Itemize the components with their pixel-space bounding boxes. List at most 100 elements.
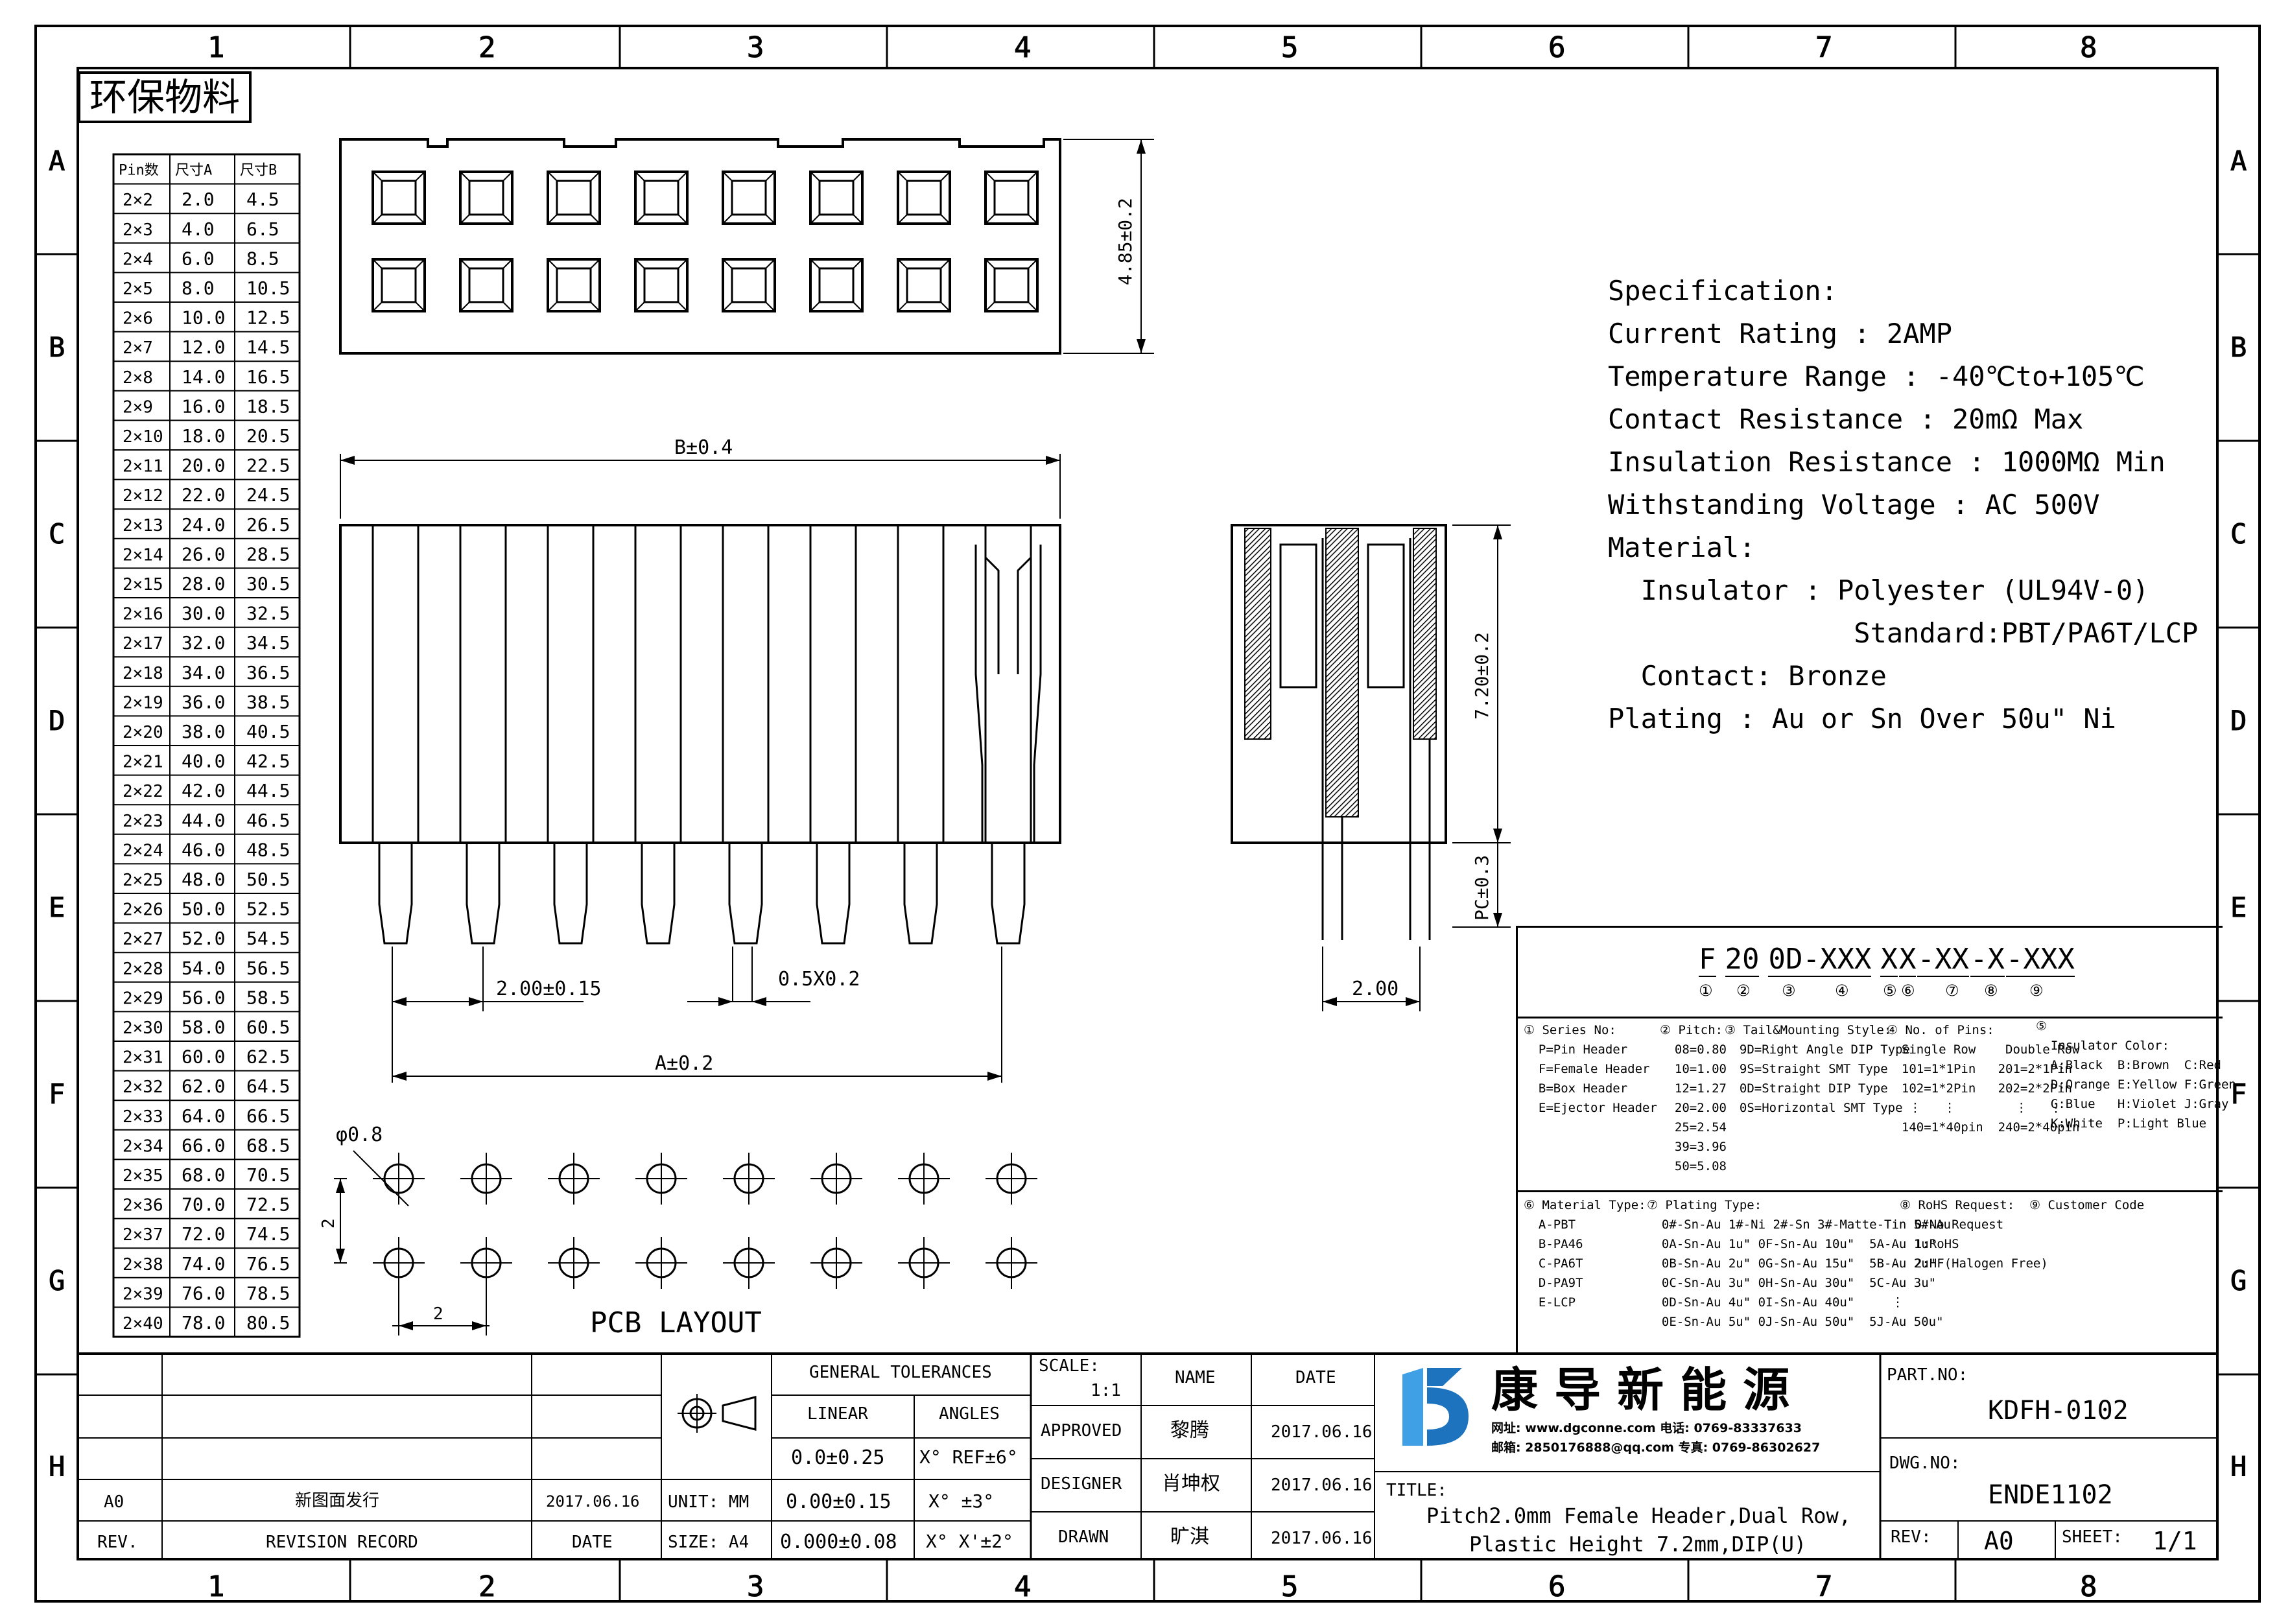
unit-label: UNIT: MM: [668, 1492, 750, 1512]
zone-row-right-E: E: [2230, 891, 2247, 923]
pad-corner: [810, 171, 820, 182]
table-cell-b: 68.5: [246, 1135, 290, 1156]
table-cell-pins: 2×8: [123, 368, 153, 388]
table-cell-b: 70.5: [246, 1164, 290, 1186]
table-cell-b: 26.5: [246, 514, 290, 535]
table-header-cell: 尺寸B: [240, 163, 277, 179]
zone-col-bottom-7: 7: [1815, 1570, 1833, 1603]
code-seg-1: 20: [1725, 943, 1760, 977]
linear-tol-1: 0.00±0.15: [786, 1490, 891, 1513]
title-line-2: Plastic Height 7.2mm,DIP(U): [1469, 1532, 1807, 1557]
spec-line-1: Current Rating : 2AMP: [1608, 318, 1953, 349]
table-cell-pins: 2×29: [123, 989, 163, 1008]
code-seg-4: X: [1898, 943, 1917, 977]
legend-pitch: ② Pitch: 08=0.80 10=1.00 12=1.27 20=2.00…: [1660, 1023, 1727, 1173]
table-cell-pins: 2×27: [123, 930, 163, 949]
top-pad-inner: [556, 180, 592, 216]
arrow-head: [1406, 997, 1420, 1006]
pad-corner: [635, 301, 645, 312]
designer-date: 2017.06.16: [1271, 1476, 1373, 1495]
table-cell-b: 22.5: [246, 455, 290, 477]
pad-corner: [678, 214, 688, 224]
title-block: [77, 1352, 2219, 1560]
table-cell-pins: 2×13: [123, 516, 163, 535]
top-pad-inner: [643, 267, 679, 303]
legend-tail: ③ Tail&Mounting Style: 9D=Right Angle DI…: [1725, 1023, 1910, 1115]
pad-corner: [940, 171, 950, 182]
zone-col-bottom-3: 3: [747, 1570, 764, 1603]
pad-corner: [590, 214, 600, 224]
pad-corner: [810, 214, 820, 224]
zone-row-left-G: G: [49, 1265, 65, 1297]
table-cell-a: 40.0: [182, 751, 225, 772]
pad-corner: [502, 259, 513, 269]
zone-row-right-C: C: [2230, 518, 2247, 550]
pad-corner: [765, 259, 775, 269]
pad-corner: [765, 171, 775, 182]
pad-corner: [372, 259, 383, 269]
top-pad: [897, 258, 951, 312]
eco-material-stamp: 环保物料: [78, 71, 252, 123]
arrow-head: [340, 456, 355, 465]
front-view: [339, 454, 1061, 1083]
size-label: SIZE: A4: [668, 1533, 750, 1552]
revision-record-header: REVISION RECORD: [266, 1533, 418, 1552]
rev-record-value: 新图面发行: [295, 1491, 380, 1511]
zone-col-bottom-1: 1: [207, 1570, 225, 1603]
pad-corner: [853, 259, 863, 269]
table-cell-a: 8.0: [182, 277, 215, 299]
dwg-no-label: DWG.NO:: [1889, 1453, 1961, 1473]
arrow-head: [1493, 829, 1502, 843]
pcb-layout-label: PCB LAYOUT: [590, 1306, 762, 1339]
zone-col-top-1: 1: [207, 31, 225, 64]
spec-line-10: Plating : Au or Sn Over 50u" Ni: [1608, 703, 2116, 735]
dim-text-hole: φ0.8: [336, 1124, 383, 1146]
table-cell-pins: 2×15: [123, 575, 163, 594]
table-cell-b: 24.5: [246, 484, 290, 506]
top-pad: [722, 258, 776, 312]
top-pad: [984, 258, 1039, 312]
top-pad: [372, 171, 426, 225]
arrow-head: [1137, 339, 1146, 353]
top-pad-inner: [906, 267, 942, 303]
zone-row-left-B: B: [49, 331, 65, 363]
dim-text-pcb-h: 2: [433, 1304, 443, 1324]
arrow-head: [1046, 456, 1060, 465]
arrow-head: [1137, 139, 1146, 154]
top-pad-inner: [643, 180, 679, 216]
table-cell-pins: 2×21: [123, 753, 163, 772]
pad-corner: [897, 259, 908, 269]
spec-line-2: Temperature Range : -40℃to+105℃: [1608, 360, 2145, 392]
dim-text-side-h: 7.20±0.2: [1471, 632, 1493, 720]
zone-row-left-A: A: [49, 145, 65, 177]
scale-label: SCALE:: [1039, 1356, 1100, 1376]
table-cell-b: 42.5: [246, 751, 290, 772]
legend-divider-2: [1516, 1190, 2223, 1192]
table-cell-pins: 2×38: [123, 1255, 163, 1275]
table-cell-pins: 2×36: [123, 1196, 163, 1216]
scale-value: 1:1: [1091, 1381, 1121, 1400]
table-cell-b: 50.5: [246, 869, 290, 890]
table-cell-pins: 2×26: [123, 900, 163, 920]
table-cell-b: 44.5: [246, 780, 290, 801]
table-cell-a: 68.0: [182, 1164, 225, 1186]
arrow-head: [987, 1072, 1002, 1081]
table-cell-pins: 2×10: [123, 427, 163, 447]
zone-col-bottom-5: 5: [1281, 1570, 1299, 1603]
pad-corner: [1028, 301, 1038, 312]
top-pad-inner: [381, 267, 417, 303]
side-hatch-left: [1244, 528, 1271, 740]
table-cell-pins: 2×14: [123, 545, 163, 565]
table-cell-a: 2.0: [182, 189, 215, 210]
table-cell-b: 66.5: [246, 1105, 290, 1127]
legend-plating: ⑦ Plating Type: 0#-Sn-Au 1#-Ni 2#-Sn 3#-…: [1647, 1198, 1951, 1329]
table-cell-pins: 2×6: [123, 309, 153, 329]
pad-corner: [460, 301, 470, 312]
top-pad: [459, 171, 513, 225]
dim-text-pitch: 2.00±0.15: [496, 978, 602, 1000]
code-num-2: ②: [1736, 982, 1751, 1000]
table-header-cell: 尺寸A: [175, 163, 212, 179]
code-seg-0: F: [1699, 943, 1716, 977]
pad-corner: [372, 214, 383, 224]
arrow-head: [336, 1249, 345, 1263]
